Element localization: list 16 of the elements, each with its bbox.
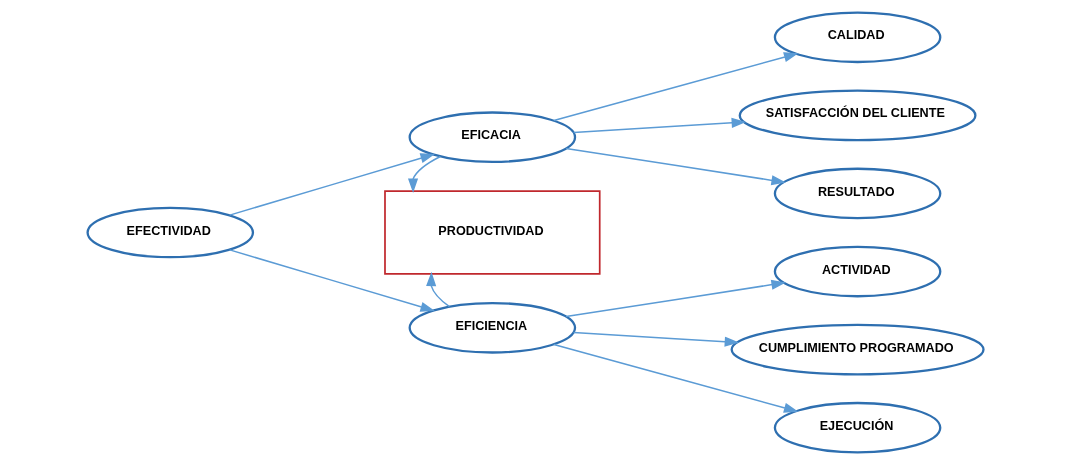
arrow — [425, 271, 450, 308]
node-ellipse: CUMPLIMIENTO PROGRAMADO — [730, 323, 985, 376]
arrow — [228, 249, 435, 312]
arrow — [407, 155, 441, 194]
arrow — [564, 147, 786, 186]
node-ellipse: RESULTADO — [773, 167, 941, 220]
node-ellipse: EFECTIVIDAD — [85, 206, 254, 259]
arrow — [572, 331, 739, 347]
node-box: PRODUCTIVIDAD — [383, 190, 601, 275]
node-ellipse: ACTIVIDAD — [773, 245, 941, 298]
arrow — [564, 279, 786, 318]
arrow — [572, 117, 746, 134]
arrow — [228, 153, 435, 216]
arrow — [552, 343, 798, 413]
node-ellipse: SATISFACCIÓN DEL CLIENTE — [738, 89, 977, 142]
arrow — [552, 52, 798, 122]
